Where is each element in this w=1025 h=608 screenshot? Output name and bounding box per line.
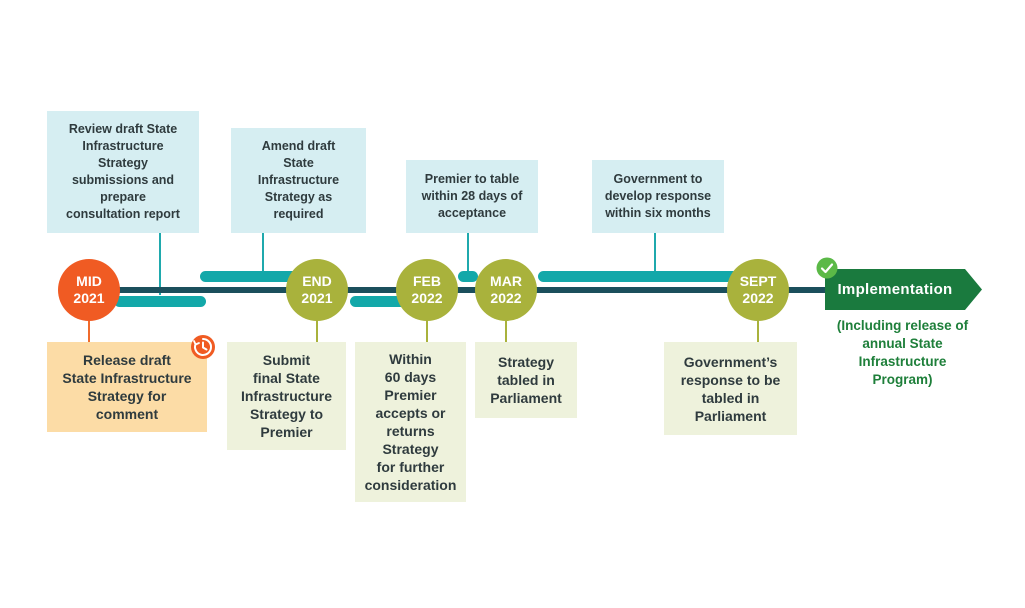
bottom-box-strategy-tabled: Strategy tabled in Parliament (475, 342, 577, 418)
checkmark-icon (816, 257, 838, 279)
connector-response-tabled (757, 320, 759, 342)
connector-release (88, 320, 90, 342)
implementation-arrow: Implementation (825, 269, 982, 310)
duration-bar-premier-table (458, 271, 478, 282)
bottom-box-within-60-days: Within 60 days Premier accepts or return… (355, 342, 466, 502)
duration-bar-premier-decision (350, 296, 412, 307)
milestone-mar-2022: MAR 2022 (475, 259, 537, 321)
milestone-end-2021: END 2021 (286, 259, 348, 321)
milestone-mar-2022-label: MAR 2022 (490, 273, 522, 306)
bottom-box-within-60-days-text: Within 60 days Premier accepts or return… (364, 351, 457, 493)
top-box-review: Review draft State Infrastructure Strate… (47, 111, 199, 233)
top-box-premier-table-text: Premier to table within 28 days of accep… (421, 172, 523, 220)
top-box-amend: Amend draft State Infrastructure Strateg… (231, 128, 366, 233)
bottom-box-release: Release draft State Infrastructure Strat… (47, 342, 207, 432)
milestone-mid-2021-label: MID 2021 (73, 273, 105, 306)
connector-amend (262, 233, 264, 273)
milestone-sept-2022-label: SEPT 2022 (739, 273, 777, 306)
connector-tabled (505, 320, 507, 342)
duration-bar-review (114, 296, 206, 307)
implementation-label: Implementation (837, 281, 953, 298)
bottom-box-strategy-tabled-text: Strategy tabled in Parliament (490, 354, 562, 406)
milestone-sept-2022: SEPT 2022 (727, 259, 789, 321)
connector-within-60 (426, 320, 428, 342)
milestone-feb-2022-label: FEB 2022 (411, 273, 443, 306)
milestone-mid-2021: MID 2021 (58, 259, 120, 321)
milestone-feb-2022: FEB 2022 (396, 259, 458, 321)
implementation-note: (Including release of annual State Infra… (836, 318, 969, 387)
bottom-box-response-tabled: Government’s response to be tabled in Pa… (664, 342, 797, 435)
top-box-amend-text: Amend draft State Infrastructure Strateg… (257, 139, 340, 221)
top-box-government-develop-text: Government to develop response within si… (604, 172, 712, 220)
duration-bar-government-develop (538, 271, 738, 282)
top-box-review-text: Review draft State Infrastructure Strate… (66, 122, 180, 221)
connector-submit (316, 320, 318, 342)
duration-bar-amend (200, 271, 305, 282)
bottom-box-release-text: Release draft State Infrastructure Strat… (62, 352, 192, 422)
bottom-box-submit-text: Submit final State Infrastructure Strate… (240, 352, 333, 440)
clock-icon (190, 334, 216, 360)
connector-premier-table (467, 233, 469, 273)
milestone-end-2021-label: END 2021 (301, 273, 333, 306)
connector-government-develop (654, 233, 656, 273)
top-box-premier-table: Premier to table within 28 days of accep… (406, 160, 538, 233)
top-box-government-develop: Government to develop response within si… (592, 160, 724, 233)
bottom-box-response-tabled-text: Government’s response to be tabled in Pa… (680, 353, 781, 424)
bottom-box-submit: Submit final State Infrastructure Strate… (227, 342, 346, 450)
connector-review (159, 233, 161, 295)
